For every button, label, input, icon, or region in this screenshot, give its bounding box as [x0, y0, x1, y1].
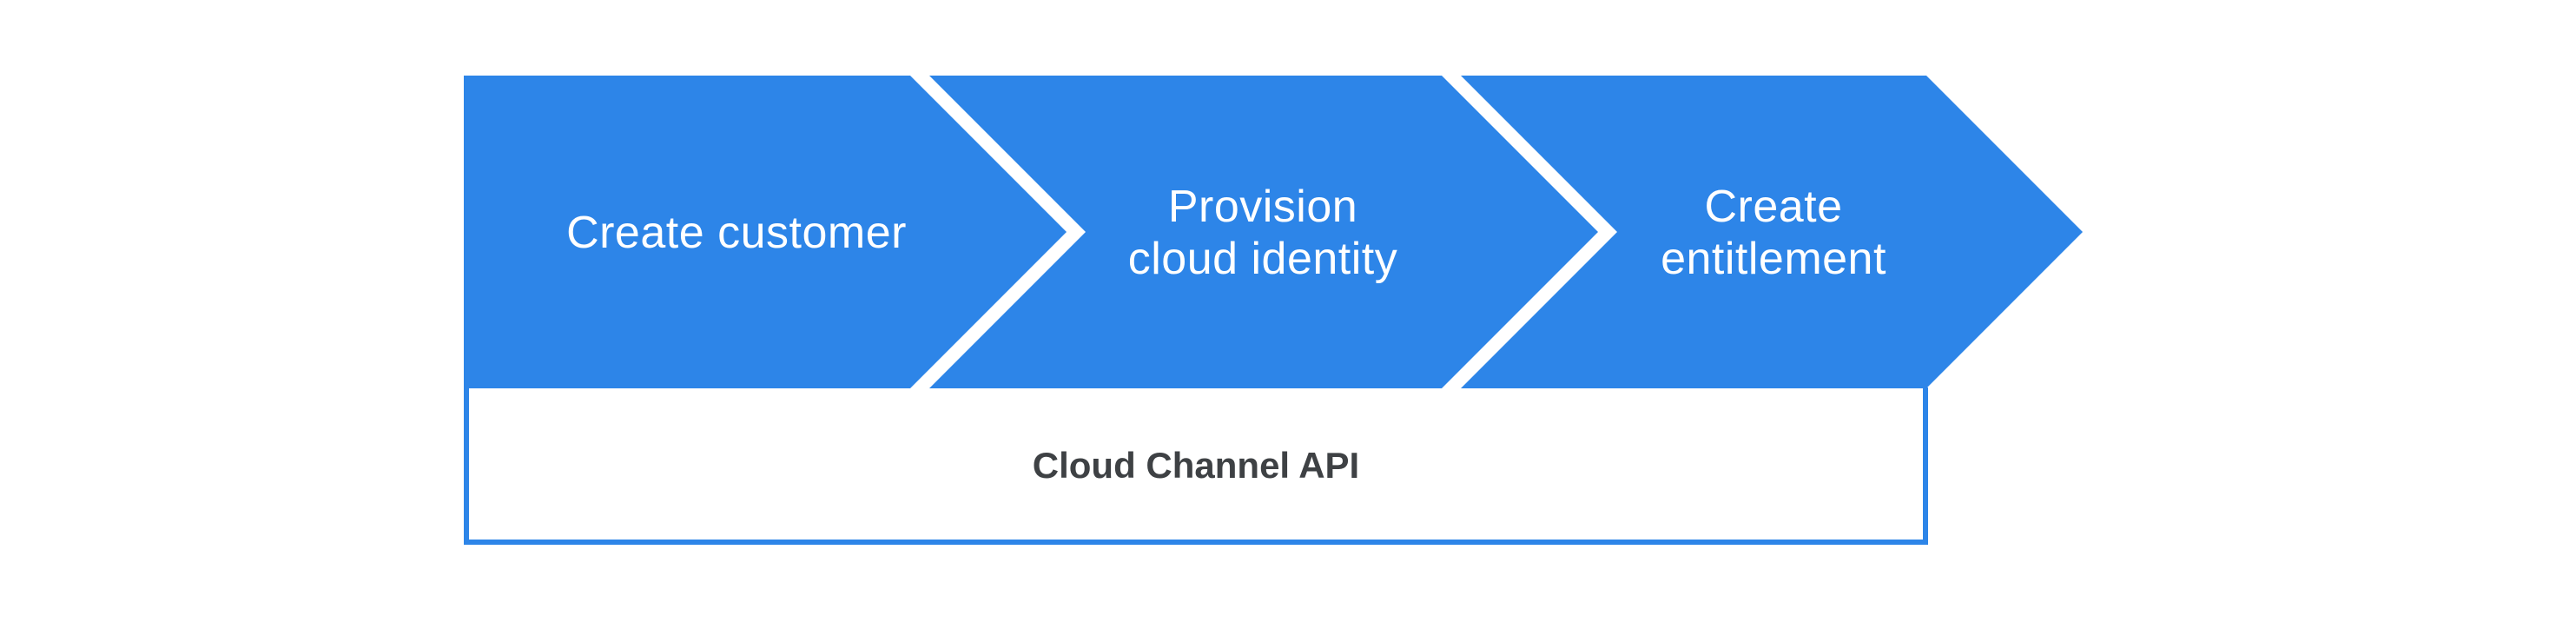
step-arrow-create-entitlement: [1461, 76, 2083, 388]
step-arrow-create-customer: [464, 76, 1067, 388]
step-label-create-entitlement: Create entitlement: [1661, 182, 1886, 284]
step-label-provision-cloud-identity: Provision cloud identity: [1127, 182, 1398, 284]
step-arrow-provision-cloud-identity: [929, 76, 1598, 388]
api-box-label: Cloud Channel API: [1032, 445, 1360, 486]
api-box: [464, 387, 1928, 545]
step-label-create-customer: Create customer: [566, 208, 907, 258]
